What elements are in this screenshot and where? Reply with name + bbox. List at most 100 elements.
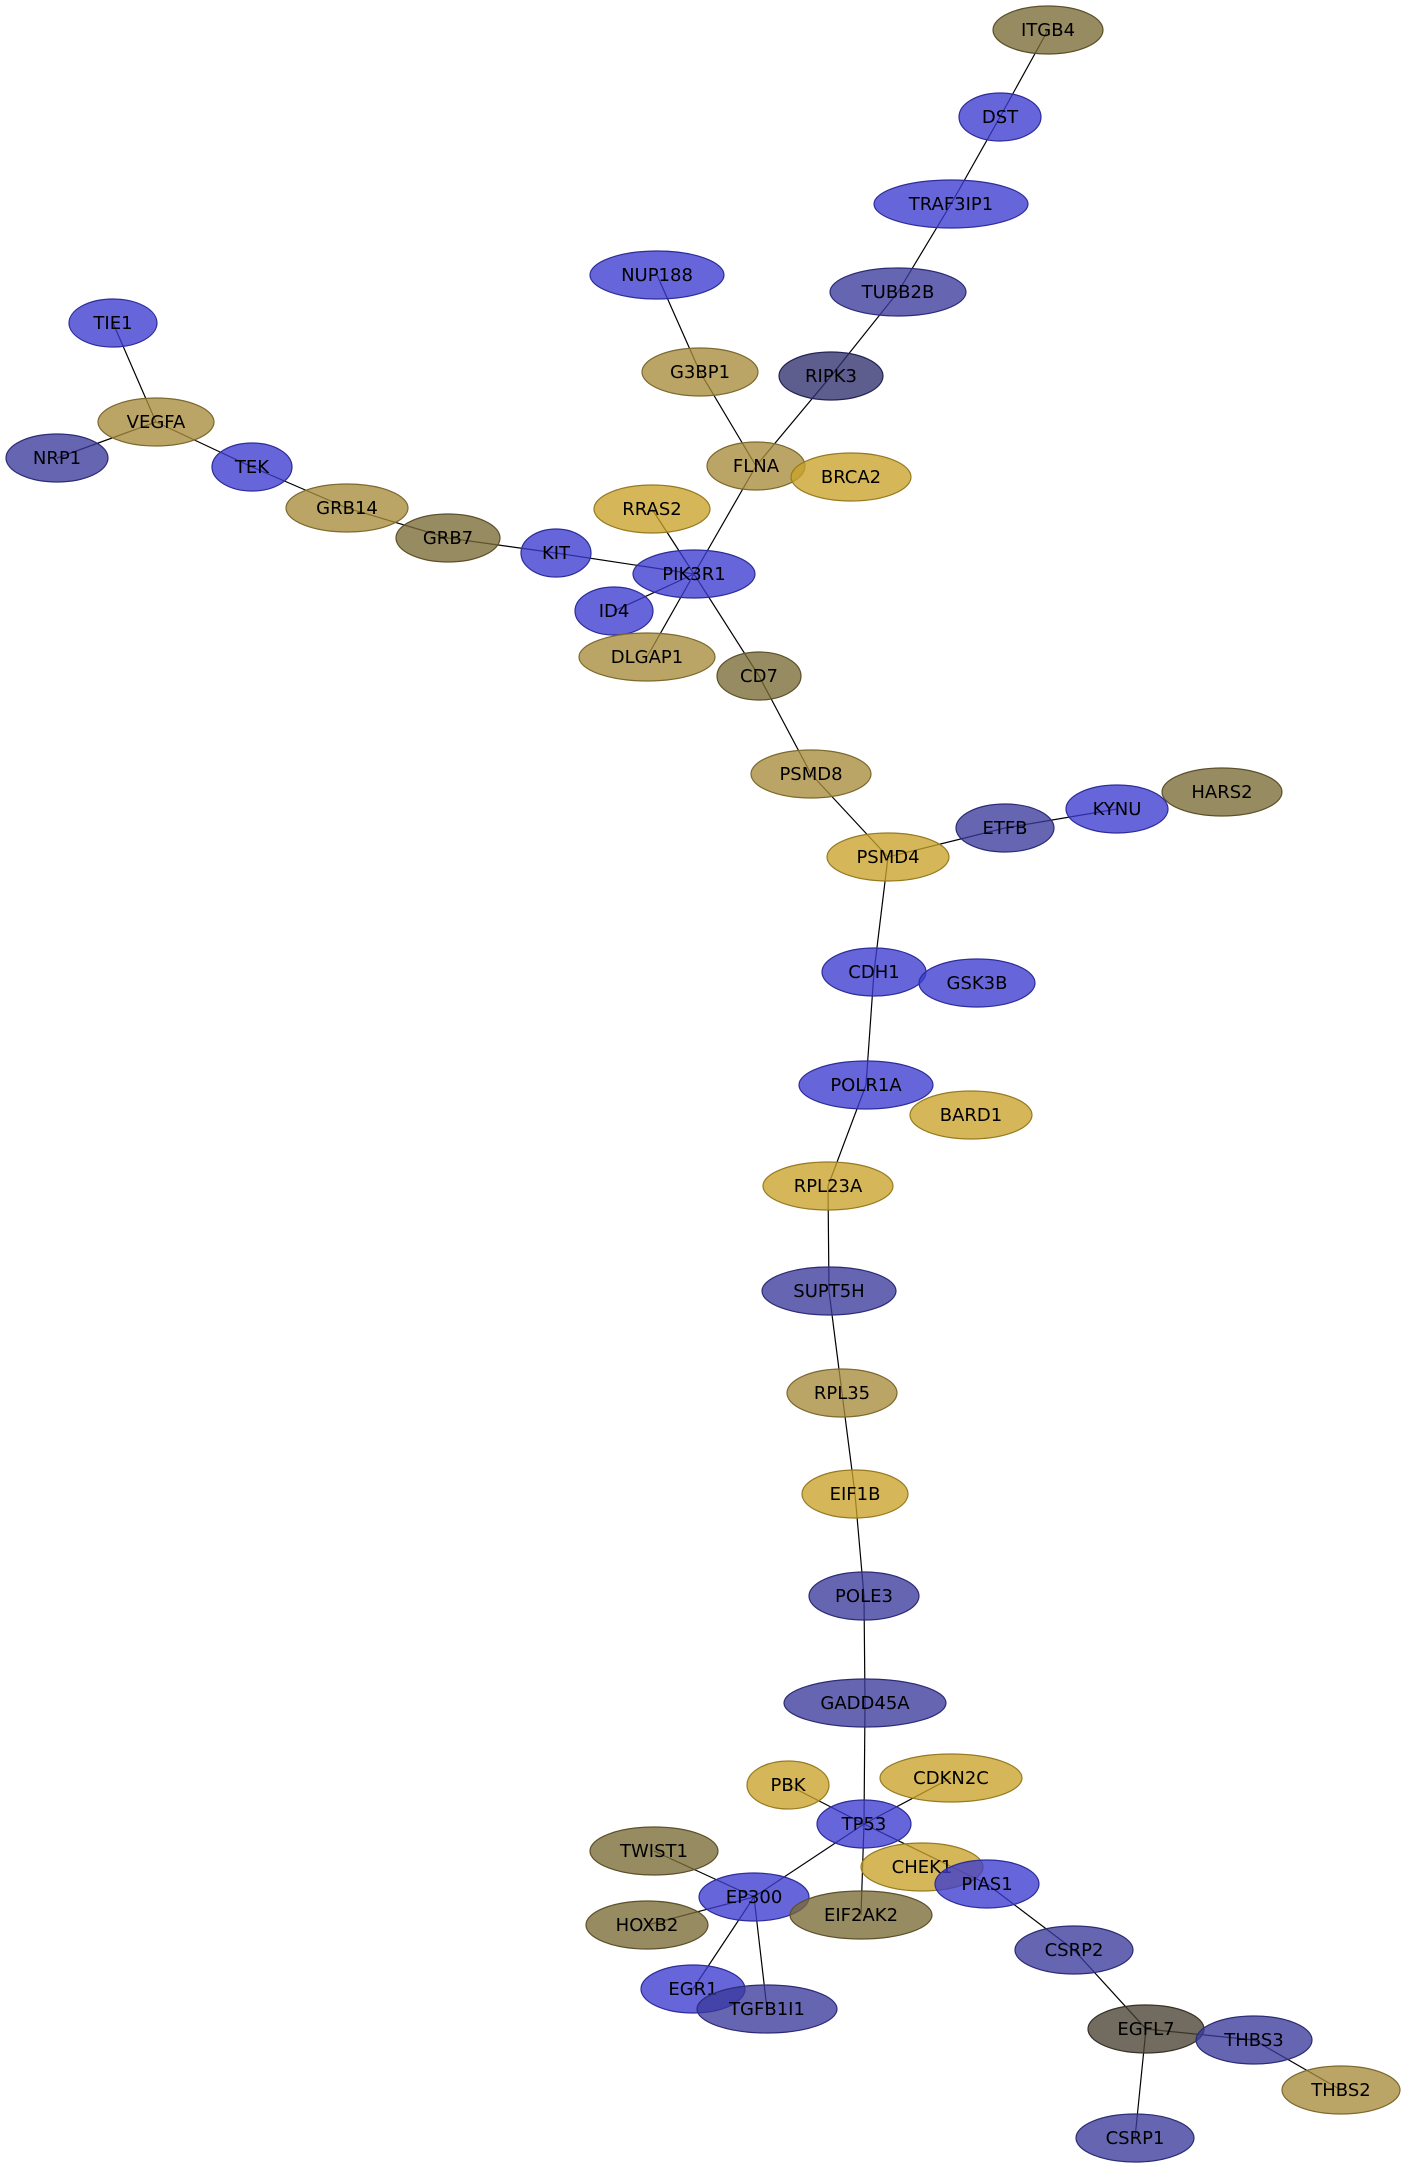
node-label: CSRP1 [1106, 2128, 1165, 2149]
node-label: TUBB2B [861, 282, 935, 303]
node-label: HOXB2 [616, 1915, 679, 1936]
node-label: POLE3 [835, 1586, 893, 1607]
node-csrp1[interactable]: CSRP1 [1075, 2113, 1195, 2163]
node-brca2[interactable]: BRCA2 [790, 452, 912, 502]
node-label: EP300 [726, 1887, 783, 1908]
node-shape [1161, 767, 1283, 817]
node-shape [778, 351, 884, 401]
node-supt5h[interactable]: SUPT5H [761, 1266, 897, 1316]
node-kit[interactable]: KIT [520, 528, 592, 578]
node-pias1[interactable]: PIAS1 [934, 1859, 1040, 1909]
node-tp53[interactable]: TP53 [816, 1799, 912, 1849]
node-etfb[interactable]: ETFB [955, 803, 1055, 853]
node-kynu[interactable]: KYNU [1065, 784, 1169, 834]
node-dst[interactable]: DST [958, 92, 1042, 142]
node-shape [1075, 2113, 1195, 2163]
node-nrp1[interactable]: NRP1 [5, 433, 109, 483]
node-tubb2b[interactable]: TUBB2B [829, 267, 967, 317]
node-itgb4[interactable]: ITGB4 [992, 5, 1104, 55]
node-flna[interactable]: FLNA [706, 441, 806, 491]
node-label: TIE1 [92, 313, 132, 334]
node-cdkn2c[interactable]: CDKN2C [879, 1753, 1023, 1803]
node-hoxb2[interactable]: HOXB2 [585, 1900, 709, 1950]
node-id4[interactable]: ID4 [574, 586, 654, 636]
node-grb14[interactable]: GRB14 [285, 483, 409, 533]
node-hars2[interactable]: HARS2 [1161, 767, 1283, 817]
node-label: PSMD8 [779, 764, 842, 785]
node-label: TWIST1 [619, 1841, 688, 1862]
node-shape [211, 442, 293, 492]
node-shape [589, 250, 725, 300]
node-tgfb1i1[interactable]: TGFB1I1 [696, 1984, 838, 2034]
node-shape [5, 433, 109, 483]
node-label: KIT [542, 543, 571, 564]
node-pbk[interactable]: PBK [746, 1760, 830, 1810]
node-shape [934, 1859, 1040, 1909]
node-shape [801, 1469, 909, 1519]
node-rpl35[interactable]: RPL35 [786, 1368, 898, 1418]
node-shape [786, 1368, 898, 1418]
node-label: TGFB1I1 [728, 1999, 805, 2020]
node-psmd4[interactable]: PSMD4 [826, 832, 950, 882]
node-shape [816, 1799, 912, 1849]
node-eif2ak2[interactable]: EIF2AK2 [789, 1890, 933, 1940]
node-thbs2[interactable]: THBS2 [1281, 2065, 1401, 2115]
node-label: EGR1 [668, 1979, 717, 2000]
node-label: THBS3 [1223, 2030, 1283, 2051]
node-thbs3[interactable]: THBS3 [1195, 2015, 1313, 2065]
node-cd7[interactable]: CD7 [716, 651, 802, 701]
node-shape [1014, 1925, 1134, 1975]
node-dlgap1[interactable]: DLGAP1 [578, 632, 716, 682]
node-shape [589, 1826, 719, 1876]
node-label: KYNU [1093, 799, 1142, 820]
node-shape [958, 92, 1042, 142]
node-g3bp1[interactable]: G3BP1 [641, 347, 759, 397]
node-csrp2[interactable]: CSRP2 [1014, 1925, 1134, 1975]
edge-layer [56, 29, 1342, 2139]
node-shape [873, 179, 1029, 229]
node-label: SUPT5H [793, 1281, 864, 1302]
node-bard1[interactable]: BARD1 [909, 1090, 1033, 1140]
node-shape [808, 1571, 920, 1621]
node-shape [68, 298, 158, 348]
node-grb7[interactable]: GRB7 [395, 513, 501, 563]
node-label: VEGFA [127, 412, 186, 433]
node-label: PSMD4 [856, 847, 919, 868]
node-rras2[interactable]: RRAS2 [593, 484, 711, 534]
node-nup188[interactable]: NUP188 [589, 250, 725, 300]
node-label: THBS2 [1310, 2080, 1370, 2101]
node-shape [762, 1161, 894, 1211]
node-psmd8[interactable]: PSMD8 [750, 749, 872, 799]
node-label: EGFL7 [1117, 2019, 1174, 2040]
node-twist1[interactable]: TWIST1 [589, 1826, 719, 1876]
node-polr1a[interactable]: POLR1A [798, 1060, 934, 1110]
node-vegfa[interactable]: VEGFA [97, 397, 215, 447]
node-shape [750, 749, 872, 799]
node-gsk3b[interactable]: GSK3B [918, 958, 1036, 1008]
node-label: HARS2 [1191, 782, 1252, 803]
node-tie1[interactable]: TIE1 [68, 298, 158, 348]
node-label: ID4 [599, 601, 630, 622]
node-shape [790, 452, 912, 502]
node-label: RPL35 [814, 1383, 870, 1404]
node-rpl23a[interactable]: RPL23A [762, 1161, 894, 1211]
node-pik3r1[interactable]: PIK3R1 [632, 549, 756, 599]
node-label: CDH1 [848, 962, 899, 983]
node-label: TP53 [841, 1814, 887, 1835]
node-traf3ip1[interactable]: TRAF3IP1 [873, 179, 1029, 229]
node-label: RIPK3 [805, 366, 857, 387]
node-label: GADD45A [820, 1693, 910, 1714]
node-tek[interactable]: TEK [211, 442, 293, 492]
node-ep300[interactable]: EP300 [698, 1872, 810, 1922]
node-gadd45a[interactable]: GADD45A [783, 1678, 947, 1728]
node-ripk3[interactable]: RIPK3 [778, 351, 884, 401]
node-pole3[interactable]: POLE3 [808, 1571, 920, 1621]
node-label: RPL23A [794, 1176, 863, 1197]
node-shape [520, 528, 592, 578]
node-cdh1[interactable]: CDH1 [821, 947, 927, 997]
node-eif1b[interactable]: EIF1B [801, 1469, 909, 1519]
node-label: EIF1B [830, 1484, 881, 1505]
node-egfl7[interactable]: EGFL7 [1087, 2004, 1205, 2054]
